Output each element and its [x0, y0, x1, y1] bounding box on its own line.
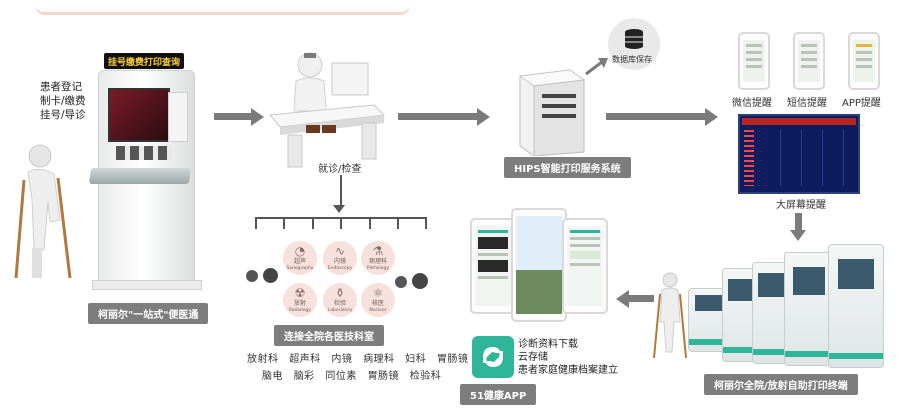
caption-one-stop: 柯丽尔"一站式"便医通 — [88, 303, 209, 324]
caption-departments: 连接全院各医技科室 — [274, 325, 384, 346]
database-icon — [625, 29, 643, 49]
arrow-server-to-database — [585, 58, 608, 76]
arrow-server-to-notify — [606, 113, 706, 120]
arrow-bigscreen-to-terminal-head — [790, 230, 806, 241]
department-pathology: 病理科 — [363, 354, 395, 365]
arrow-terminal-to-app-head — [616, 290, 629, 308]
arrow-clinic-to-server-head — [477, 108, 490, 126]
dept-icon-laboratory: ⚱ 检验 Laboratory — [323, 283, 357, 317]
label-sms-reminder: 短信提醒 — [787, 98, 827, 109]
department-eeg: 脑电 — [262, 371, 283, 382]
top-decor-line — [35, 0, 410, 15]
patient-action-card-pay: 制卡/缴费 — [40, 95, 86, 107]
patient-action-register: 患者登记 — [40, 81, 82, 93]
terminal-3 — [752, 262, 790, 364]
atom-icon: ⚛ — [372, 285, 384, 300]
department-brain-color: 脑彩 — [293, 371, 315, 382]
department-isotope: 同位素 — [325, 371, 357, 382]
dept-dot-left-large — [246, 270, 258, 282]
patient-action-guide: 挂号/导诊 — [40, 109, 86, 121]
label-database-save: 数据库保存 — [612, 55, 652, 64]
department-ultrasound: 超声科 — [289, 354, 321, 365]
phone-app — [848, 32, 880, 90]
app-feature-download: 诊断资料下载 — [518, 339, 578, 350]
phone-sms — [793, 32, 825, 90]
department-list-row-2: 脑电 脑彩 同位素 胃肠镜 检验科 — [262, 367, 448, 382]
arrow-terminal-to-app — [628, 295, 654, 302]
app-feature-cloud: 云存储 — [518, 352, 548, 363]
dept-dot-right-large — [412, 273, 428, 289]
arrow-server-to-notify-head — [705, 108, 718, 126]
tree-connector-head — [333, 205, 345, 213]
arrow-kiosk-to-clinic-head — [251, 108, 264, 126]
app-phone-center — [511, 208, 567, 322]
arrow-kiosk-to-clinic — [214, 113, 252, 120]
app-phone-left — [470, 218, 516, 314]
server-tower-icon — [518, 69, 586, 156]
patient-actions: 患者登记 制卡/缴费 挂号/导诊 — [40, 80, 86, 122]
dept-icon-radiology: ☢ 放射 Radiology — [283, 283, 317, 317]
department-list-row-1: 放射科 超声科 内镜 病理科 妇科 胃肠镜 — [247, 350, 475, 365]
patient-on-crutches-icon — [14, 144, 72, 279]
ultrasound-icon: ◔ — [294, 243, 306, 258]
terminal-5 — [828, 244, 884, 368]
endoscope-icon: ∿ — [334, 243, 346, 258]
flask-icon: ⚱ — [334, 285, 346, 300]
kiosk-keypad — [116, 146, 172, 160]
caption-hips-system: HIPS智能打印服务系统 — [504, 157, 631, 178]
app-logo-icon — [483, 347, 503, 367]
kiosk-screen — [108, 88, 170, 142]
label-wechat-reminder: 微信提醒 — [732, 98, 772, 109]
label-app-reminder: APP提醒 — [842, 98, 881, 109]
department-gastroscopy: 胃肠镜 — [436, 354, 469, 365]
department-gynecology: 妇科 — [405, 354, 427, 365]
phone-wechat — [738, 32, 770, 90]
terminal-4 — [784, 252, 834, 366]
tree-branch-ticks — [255, 217, 427, 229]
arrow-bigscreen-to-terminal — [795, 213, 802, 231]
caption-51-health-app: 51健康APP — [460, 384, 537, 405]
tree-connector — [340, 175, 342, 207]
dept-icon-endoscopy: ∿ 内镜 Endoscopy — [323, 241, 357, 275]
dept-dot-left-small — [263, 268, 278, 283]
kiosk-sign: 挂号缴费打印查询 — [104, 53, 184, 69]
caption-self-service-terminal: 柯丽尔全院/放射自助打印终端 — [704, 374, 858, 395]
label-clinic-check: 就诊/检查 — [318, 164, 362, 175]
label-big-screen-reminder: 大屏幕提醒 — [776, 200, 826, 211]
dept-icon-pathology: ⚗ 病理科 Pathology — [361, 241, 395, 275]
app-phone-right — [562, 218, 608, 314]
dept-icon-sonography: ◔ 超声 Sonography — [283, 241, 317, 275]
department-radiology: 放射科 — [247, 354, 279, 365]
kiosk-sign-text: 挂号缴费打印查询 — [107, 57, 180, 68]
kiosk-card-slot — [88, 168, 192, 184]
radiology-icon: ☢ — [294, 285, 306, 300]
app-feature-family-record: 患者家庭健康档案建立 — [518, 365, 618, 376]
department-gastroscopy-2: 胃肠镜 — [367, 371, 400, 382]
kiosk-side-panel — [168, 92, 188, 142]
app-logo — [472, 336, 514, 378]
dept-dot-right-small — [395, 276, 407, 288]
department-laboratory: 检验科 — [409, 371, 442, 382]
microscope-icon: ⚗ — [372, 243, 384, 258]
patient-at-terminal-icon — [653, 272, 687, 359]
kiosk-base — [92, 280, 202, 290]
department-endoscopy: 内镜 — [331, 354, 353, 365]
dept-icon-nuclear: ⚛ 核医 Nuclear — [361, 283, 395, 317]
big-screen-display — [738, 114, 860, 194]
kiosk-illustration: 挂号缴费打印查询 — [70, 48, 220, 293]
arrow-clinic-to-server — [398, 113, 478, 120]
app-feature-list: 诊断资料下载 云存储 患者家庭健康档案建立 — [518, 338, 618, 377]
doctor-desk-icon — [269, 52, 386, 168]
